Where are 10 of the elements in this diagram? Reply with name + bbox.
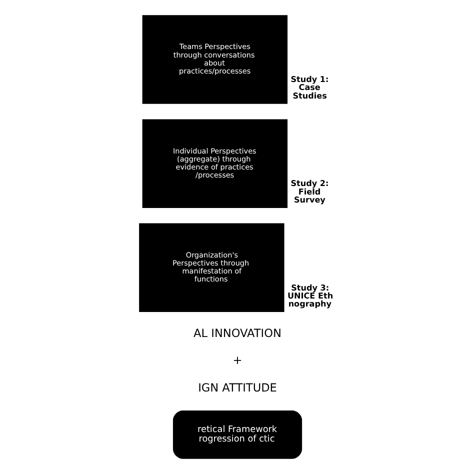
- label: AL INNOVATION: [193, 326, 281, 340]
- node-box: Teams Perspectives through conversations about practices/processes: [142, 15, 288, 104]
- label: IGN ATTITUDE: [198, 382, 276, 395]
- node-label: Study 3: UNICE Ethnography: [287, 283, 333, 308]
- node-box: retical Framework rogression of ctic: [172, 410, 302, 459]
- node-label: Study 2: Field Survey: [290, 179, 328, 204]
- node-box: Individual Perspectives (aggregate) through evidence of practices /processes: [142, 119, 288, 208]
- node-box: Organization's Perspectives through manifestation of functions: [138, 223, 284, 312]
- node-label: Study 1: Case Studies: [290, 75, 328, 100]
- label: +: [232, 354, 242, 368]
